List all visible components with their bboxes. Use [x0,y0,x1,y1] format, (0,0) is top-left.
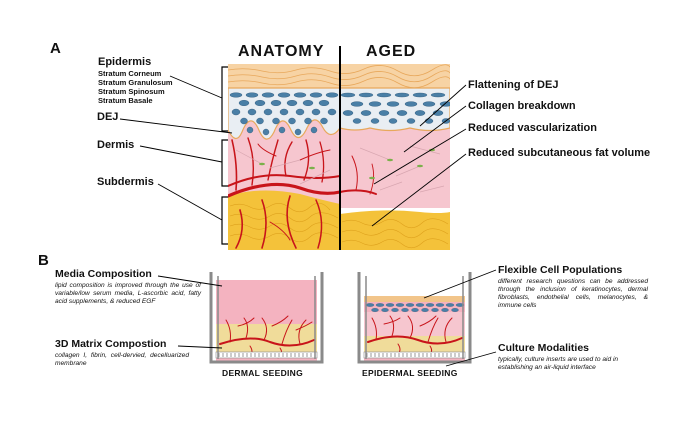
panelB-leader-lines [157,269,497,367]
anatomy-column-title: ANATOMY [238,43,325,60]
blood-vessels-left [228,137,342,249]
skin-cross-section [228,64,450,250]
media-composition-desc: lipid composition is improved through th… [55,282,201,305]
keratinocytes-left [229,92,339,136]
collagen-breakdown-label: Collagen breakdown [468,100,576,112]
stratum-basale-label: Stratum Basale [98,96,153,105]
dermal-seeding-caption: DERMAL SEEDING [222,368,304,378]
epidermal-seeding-caption: EPIDERMAL SEEDING [362,368,458,378]
flexible-cell-populations-desc: different research questions can be addr… [498,278,648,309]
keratinocytes-right [340,92,450,124]
dermis-label: Dermis [97,139,135,151]
reduced-vascularization-label: Reduced vascularization [468,122,597,134]
epidermal-seeding-well [357,272,472,364]
dej-label: DEJ [97,111,119,123]
collagen-fibers [235,145,445,193]
aged-column-title: AGED [366,43,417,60]
matrix-composition-title: 3D Matrix Compostion [55,338,167,350]
panel-a-letter: A [50,40,61,57]
dermal-seeding-well [209,272,324,364]
flattening-dej-label: Flattening of DEJ [468,79,559,91]
reduced-fat-volume-label: Reduced subcutaneous fat volume [468,147,651,159]
left-leader-lines [119,75,233,221]
epidermis-right [339,87,450,132]
matrix-composition-desc: collagen I, fibrin, cell-dervied, decell… [55,352,189,367]
culture-modalities-title: Culture Modalities [498,342,590,354]
media-composition-title: Media Composition [55,268,152,280]
stratum-spinosum-label: Stratum Spinosum [98,87,165,96]
layer-brackets [221,66,228,245]
strata-list: Stratum Corneum Stratum Granulosum Strat… [98,69,173,105]
panel-b-letter: B [38,252,49,269]
culture-modalities-desc: typically, culture inserts are used to a… [498,356,619,371]
fibroblasts [259,148,435,180]
subdermis-label: Subdermis [97,176,154,188]
epidermis-label: Epidermis [98,56,152,68]
flexible-cell-populations-title: Flexible Cell Populations [498,264,623,276]
stratum-corneum-label: Stratum Corneum [98,69,162,78]
stratum-granulosum-label: Stratum Granulosum [98,78,173,87]
right-leader-lines [371,84,467,227]
